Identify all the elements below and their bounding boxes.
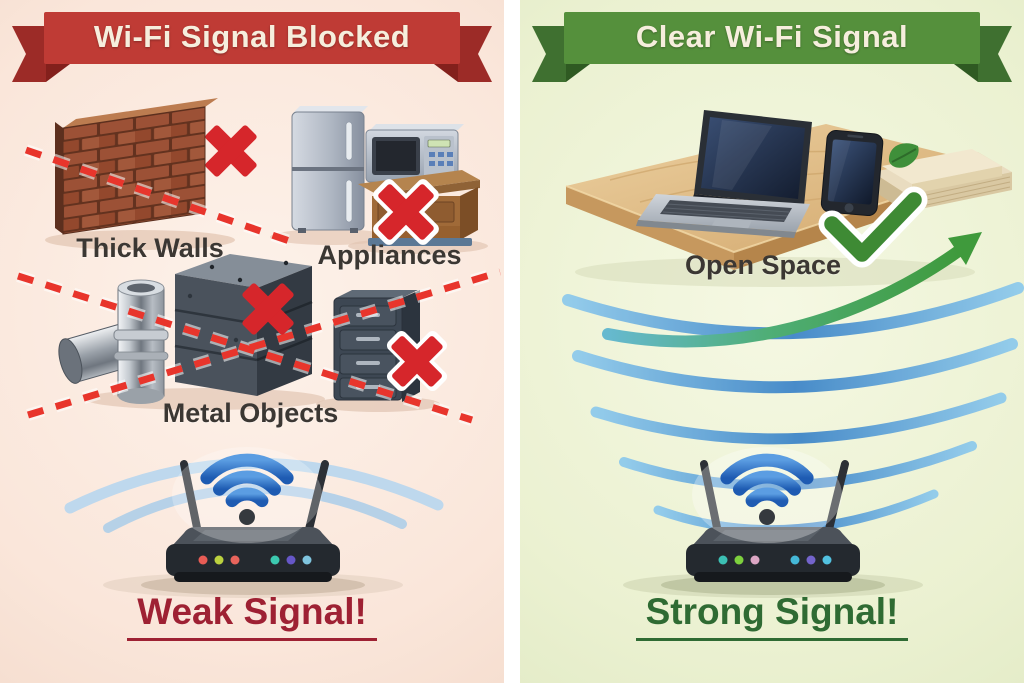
wifi-icon: [692, 447, 842, 543]
check-mark-icon: [818, 186, 928, 268]
strong-signal-verdict: Strong Signal!: [520, 591, 1024, 641]
wifi-icon: [172, 447, 322, 543]
blocked-panel: Wi-Fi Signal Blocked Thick Walls Applian…: [0, 0, 504, 683]
x-mark-icon: [386, 330, 448, 392]
router-icon: [103, 460, 403, 598]
router-leds: [198, 555, 312, 565]
growth-arrow-icon: [602, 232, 982, 348]
leaf-icon: [888, 143, 919, 168]
open-space-label: Open Space: [684, 250, 842, 280]
blocked-banner-title: Wi-Fi Signal Blocked: [93, 19, 411, 54]
x-mark-icon: [373, 179, 439, 245]
router-icon: [623, 460, 923, 598]
ribbon-banner: [12, 12, 492, 82]
smartphone-icon: [820, 129, 884, 217]
microwave-icon: [365, 124, 464, 183]
clear-banner-title: Clear Wi-Fi Signal: [635, 19, 909, 54]
clear-panel: Clear Wi-Fi Signal Open Space Strong Sig…: [520, 0, 1024, 683]
weak-signal-verdict: Weak Signal!: [0, 591, 504, 641]
clear-illustration: [532, 12, 1024, 598]
blocked-illustration: [12, 12, 502, 598]
laptop-icon: [636, 110, 812, 238]
strong-signal-text: Strong Signal!: [635, 591, 909, 641]
shadow: [45, 230, 235, 250]
thick-walls-label: Thick Walls: [76, 233, 224, 263]
router-leds: [718, 555, 832, 565]
weak-signal-text: Weak Signal!: [127, 591, 377, 641]
x-mark-icon: [242, 283, 294, 335]
blocked-signal-dashed-line: [16, 144, 502, 426]
metal-objects-label: Metal Objects: [162, 398, 339, 428]
ribbon-banner: [532, 12, 1012, 82]
refrigerator-icon: [291, 106, 368, 233]
x-mark-icon: [205, 125, 257, 177]
appliances-label: Appliances: [317, 240, 462, 270]
